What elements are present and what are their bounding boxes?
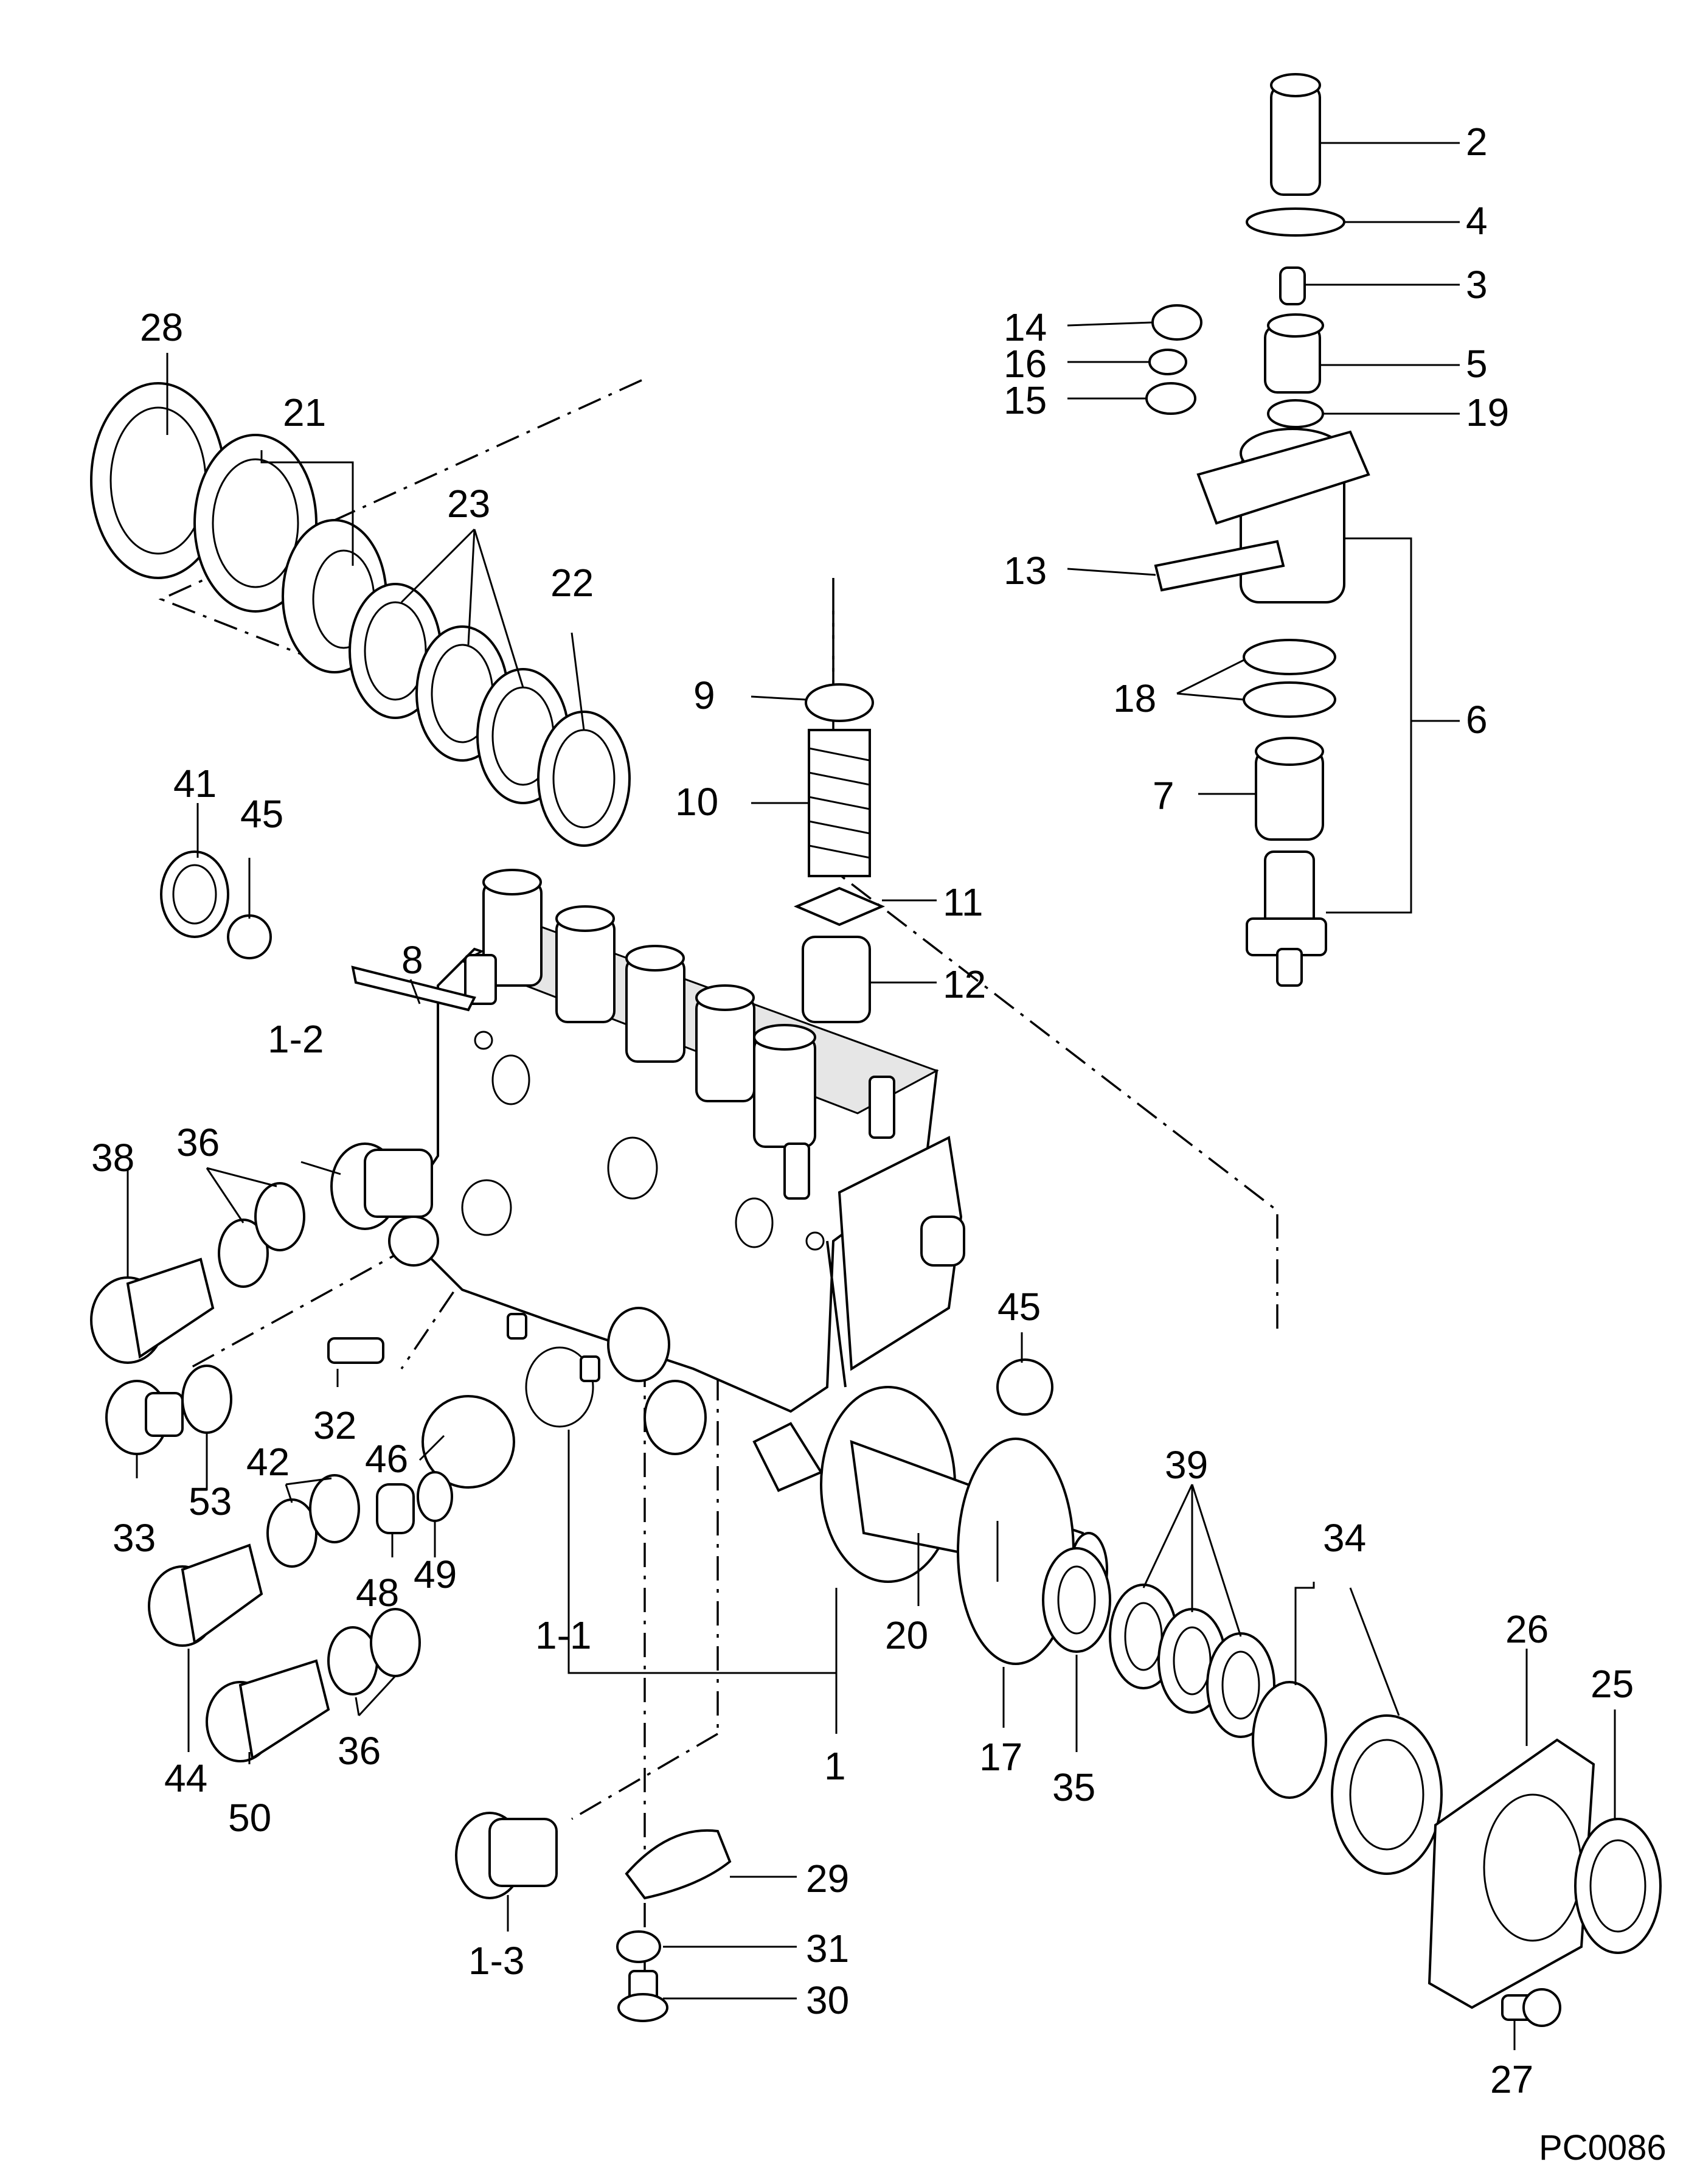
callout-26: 26	[1505, 1607, 1549, 1651]
callout-1-2: 1-2	[268, 1017, 324, 1061]
callout-38: 38	[91, 1136, 134, 1180]
plunger-row	[464, 869, 895, 1200]
callout-14: 14	[1004, 305, 1047, 349]
callout-12: 12	[943, 962, 986, 1006]
callout-41: 41	[173, 762, 217, 805]
callout-6: 6	[1466, 698, 1488, 742]
callout-13: 13	[1004, 549, 1047, 593]
callout-45-right: 45	[997, 1285, 1041, 1329]
callout-28: 28	[140, 305, 183, 349]
callout-22: 22	[550, 561, 594, 605]
callout-23: 23	[447, 482, 490, 526]
callout-20: 20	[885, 1613, 928, 1657]
callout-35: 35	[1052, 1765, 1095, 1809]
callout-48: 48	[356, 1571, 399, 1615]
callout-31: 31	[806, 1927, 849, 1970]
callout-17: 17	[979, 1735, 1022, 1779]
callout-39: 39	[1165, 1443, 1208, 1487]
callout-53: 53	[189, 1480, 232, 1523]
callout-45-left: 45	[240, 792, 283, 836]
callout-33: 33	[113, 1516, 156, 1560]
callout-32: 32	[313, 1403, 356, 1447]
callout-18: 18	[1113, 676, 1156, 720]
callout-labels: 28 21 23 22 41 45 8 1-2 36 38 32 46 33 5…	[91, 120, 1634, 2101]
callout-29: 29	[806, 1857, 849, 1901]
callout-19: 19	[1466, 391, 1509, 434]
callout-16: 16	[1004, 342, 1047, 386]
callout-1-3: 1-3	[468, 1939, 525, 1983]
callout-7: 7	[1153, 774, 1174, 818]
callout-1: 1	[824, 1744, 846, 1788]
callout-30: 30	[806, 1978, 849, 2022]
callout-2: 2	[1466, 120, 1488, 164]
callout-9: 9	[693, 673, 715, 717]
callout-27: 27	[1490, 2057, 1533, 2101]
callout-25: 25	[1591, 1662, 1634, 1706]
callout-5: 5	[1466, 342, 1488, 386]
callout-15: 15	[1004, 378, 1047, 422]
callout-44: 44	[164, 1756, 207, 1800]
callout-49: 49	[414, 1553, 457, 1596]
callout-42: 42	[246, 1440, 290, 1484]
callout-10: 10	[675, 780, 718, 824]
callout-11: 11	[943, 880, 983, 924]
callout-46: 46	[365, 1437, 408, 1481]
callout-8: 8	[401, 938, 423, 982]
pump-body	[412, 869, 1108, 1608]
callout-36-lower: 36	[338, 1729, 381, 1773]
callout-36-upper: 36	[176, 1121, 220, 1164]
callout-21: 21	[283, 391, 326, 434]
callout-3: 3	[1466, 263, 1488, 307]
callout-50: 50	[228, 1796, 271, 1840]
callout-4: 4	[1466, 199, 1488, 243]
leader-lines	[127, 142, 1616, 2050]
loose-parts	[90, 73, 1662, 2027]
drawing-reference: PC0086	[1539, 2128, 1667, 2168]
callout-34: 34	[1323, 1516, 1366, 1560]
callout-1-1: 1-1	[535, 1613, 592, 1657]
